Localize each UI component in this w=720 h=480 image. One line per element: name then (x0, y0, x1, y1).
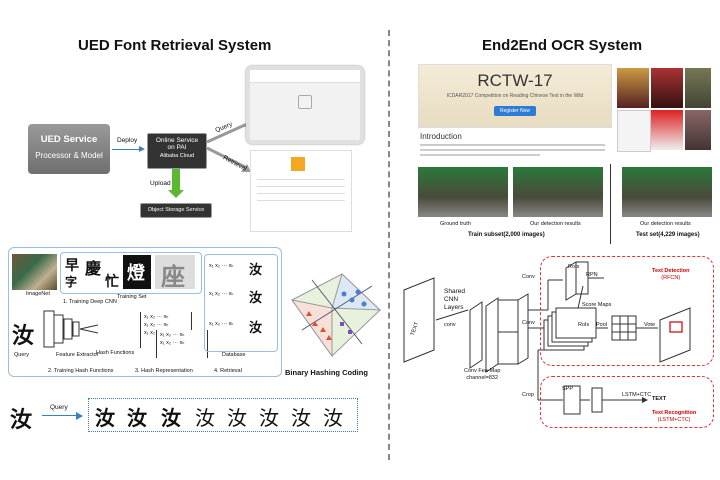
object-storage-box: Object Storage Service (140, 203, 212, 218)
spp-label: SPP (562, 386, 574, 392)
sample-photo-2 (651, 68, 683, 108)
alibaba-cloud-logo: Alibaba Cloud (159, 153, 195, 159)
score-maps-label: Score Maps (582, 302, 612, 308)
hash-functions-label: Hash Functions (96, 350, 135, 356)
detection-label-2: Our detection results (640, 221, 691, 227)
right-title: End2End OCR System (482, 37, 643, 54)
training-set-label: Training Set (117, 294, 147, 300)
upload-arrow (172, 169, 180, 191)
bottom-query-arrow (42, 415, 78, 416)
intro-heading: Introduction (420, 132, 462, 141)
upload-label: Upload (150, 180, 171, 187)
online-service-line2: on PAI (167, 144, 187, 151)
result-char-1: 汝 (95, 406, 115, 430)
step3-label: 3. Hash Representation (135, 368, 193, 374)
conv-a-label: Conv (522, 274, 535, 280)
result-char-8: 汝 (323, 406, 343, 430)
conv-b-label: Conv (522, 320, 535, 326)
ued-service-subtitle: Processor & Model (35, 151, 103, 160)
detection-image-1 (513, 167, 603, 217)
imagenet-label: ImageNet (26, 291, 50, 297)
ued-service-title: UED Service (40, 134, 98, 145)
rois-b-label: RoIs (578, 322, 590, 328)
db-char-1: 汝 (249, 263, 263, 278)
result-char-2: 汝 (127, 406, 147, 430)
upload-arrowhead (168, 190, 184, 198)
imagenet-images (12, 254, 57, 290)
hash-matrix-2: x₁ x₂ ··· xₖ x₁ x₂ ··· xₖ (156, 330, 208, 358)
query-screenshot (246, 66, 364, 144)
pipeline-panel (8, 247, 282, 377)
upload-icon (298, 95, 312, 109)
detection-label-1: Our detection results (530, 221, 581, 227)
test-set-label: Test set(4,229 images) (636, 232, 700, 238)
sample-photo-1 (617, 68, 649, 108)
ground-truth-image (418, 167, 508, 217)
step2-label: 2. Training Hash Functions (48, 368, 114, 374)
lstm-ctc-label: LSTM+CTC (622, 392, 652, 398)
result-char-7: 汝 (291, 406, 311, 430)
training-set-glyphs: 早 字 慶 忙 燈 座 (60, 252, 202, 294)
conv-label: conv (444, 322, 456, 328)
pipeline-query-label: Query (14, 352, 29, 358)
text-recognition-label: Text Recognition (LSTM+CTC) (652, 410, 697, 423)
online-service-box: Online Service on PAI Alibaba Cloud (147, 133, 207, 169)
deploy-arrow (112, 149, 142, 150)
database-label: Database (222, 352, 246, 358)
sample-photo-3 (685, 68, 711, 108)
train-subset-label: Train subset(2,000 images) (468, 232, 545, 238)
detection-image-2 (622, 167, 712, 217)
sample-photo-6 (685, 110, 711, 150)
database-panel: x₁ x₂ ··· xₖ 汝 x₁ x₂ ··· xₖ 汝 x₁ x₂ ··· … (204, 254, 278, 352)
rctw-heading: RCTW-17 (477, 71, 553, 90)
retrieval-screenshot (250, 150, 352, 232)
bottom-query-arrowhead (76, 412, 83, 420)
conv-feature-map-label: Conv Fea-Map channel=832 (464, 368, 501, 381)
ocr-architecture-diagram (403, 261, 691, 415)
center-divider (388, 30, 390, 460)
left-title: UED Font Retrieval System (78, 37, 272, 54)
binary-hashing-label: Binary Hashing Coding (285, 368, 368, 377)
feature-extractor-label: Feature Extractor (56, 352, 99, 358)
sample-photo-4 (617, 110, 651, 152)
text-detection-region (540, 256, 714, 366)
step4-label: 4. Retrieval (214, 368, 242, 374)
crop-label: Crop (522, 392, 534, 398)
vote-label: Vote (644, 322, 656, 328)
db-char-3: 汝 (249, 321, 263, 336)
online-service-line1: Online Service (155, 137, 199, 144)
bottom-query-char: 汝 (10, 407, 33, 433)
result-char-6: 汝 (259, 406, 279, 430)
bottom-query-label: Query (50, 404, 68, 411)
text-recognition-region (540, 376, 714, 428)
step1-label: 1. Training Deep CNN (63, 299, 117, 305)
result-char-5: 汝 (227, 406, 247, 430)
ground-truth-label: Ground truth (440, 221, 471, 227)
text-detection-label: Text Detection (RFCN) (652, 268, 690, 281)
ued-service-box: UED Service Processor & Model (28, 124, 110, 174)
rpn-label: RPN (586, 272, 598, 278)
db-char-2: 汝 (249, 291, 263, 306)
pipeline-query-char: 汝 (12, 323, 35, 349)
output-text-label: TEXT (652, 396, 667, 402)
result-char-3: 汝 (161, 406, 181, 430)
rois-label: RoIs (568, 264, 580, 270)
rctw-subtitle: ICDAR2017 Competition on Reading Chinese… (446, 93, 584, 99)
deploy-label: Deploy (117, 137, 138, 144)
sample-photo-5 (651, 110, 683, 150)
deploy-arrowhead (139, 146, 145, 152)
result-strip: 汝 汝 汝 汝 汝 汝 汝 汝 (88, 398, 358, 432)
pool-label: Pool (596, 322, 608, 328)
train-test-separator (610, 164, 611, 244)
result-char-4: 汝 (195, 406, 215, 430)
cnn-layers-graphic (43, 310, 99, 348)
shared-cnn-label: Shared CNN Layers (444, 288, 465, 311)
binary-hashing-graphic (290, 273, 382, 358)
rctw-banner: RCTW-17 ICDAR2017 Competition on Reading… (418, 64, 612, 128)
register-button[interactable]: Register Now (493, 106, 536, 116)
result-thumbnail (291, 157, 305, 171)
